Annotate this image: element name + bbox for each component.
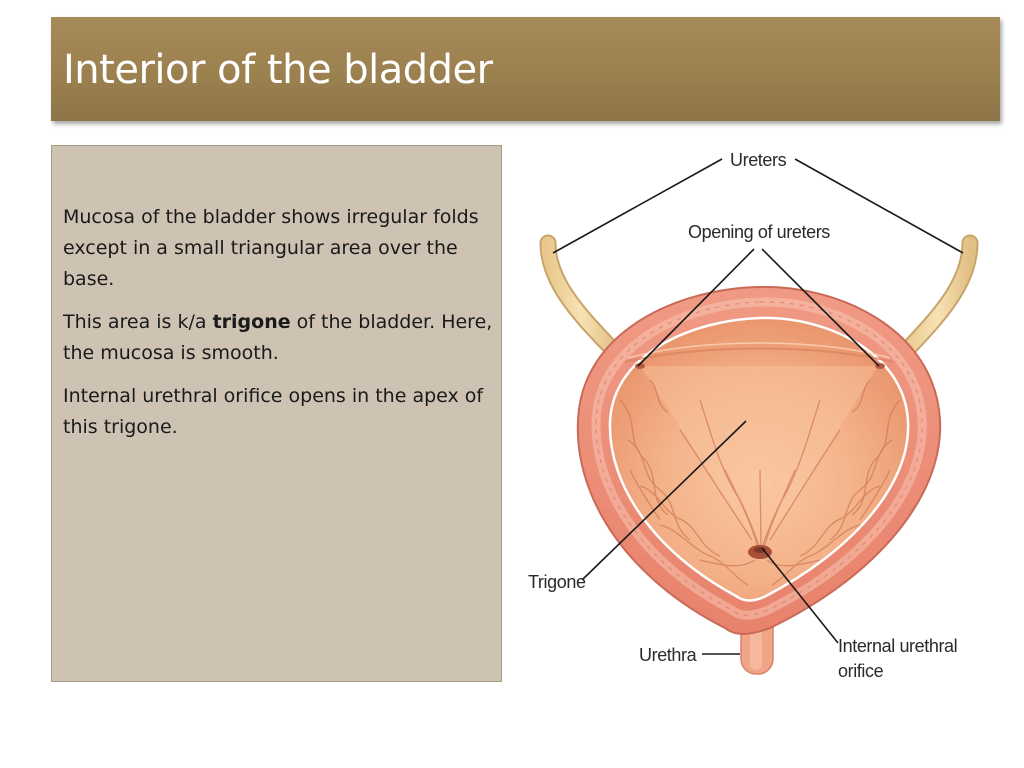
paragraph-mucosa: Mucosa of the bladder shows irregular fo… — [63, 206, 479, 290]
label-internal-urethral-line1: Internal urethral — [838, 636, 957, 656]
left-ureteric-opening — [635, 363, 645, 369]
content-text: Mucosa of the bladder shows irregular fo… — [63, 202, 511, 455]
trigone-term: trigone — [212, 311, 291, 333]
trigone-area — [640, 366, 878, 552]
label-internal-urethral-line2: orifice — [838, 661, 884, 681]
paragraph-trigone: This area is k/a trigone of the bladder.… — [63, 307, 511, 369]
bladder-diagram: Ureters Opening of ureters Trigone Ureth… — [528, 150, 979, 681]
label-ureters: Ureters — [730, 150, 787, 170]
label-trigone: Trigone — [528, 572, 586, 592]
leader-lines — [552, 158, 964, 655]
bladder-mucosa — [608, 316, 910, 602]
label-opening-of-ureters: Opening of ureters — [688, 222, 830, 242]
paragraph-trigone-prefix: This area is k/a — [63, 311, 213, 333]
mucosal-folds — [619, 379, 901, 586]
paragraph-orifice: Internal urethral orifice opens in the a… — [63, 385, 484, 438]
paragraph-trigone-suffix: of the bladder. Here, the mucosa is smoo… — [63, 311, 493, 364]
slide-title: Interior of the bladder — [63, 47, 493, 93]
content-box: Mucosa of the bladder shows irregular fo… — [51, 145, 502, 682]
title-bar: Interior of the bladder — [51, 17, 1000, 121]
label-urethra: Urethra — [639, 645, 698, 665]
